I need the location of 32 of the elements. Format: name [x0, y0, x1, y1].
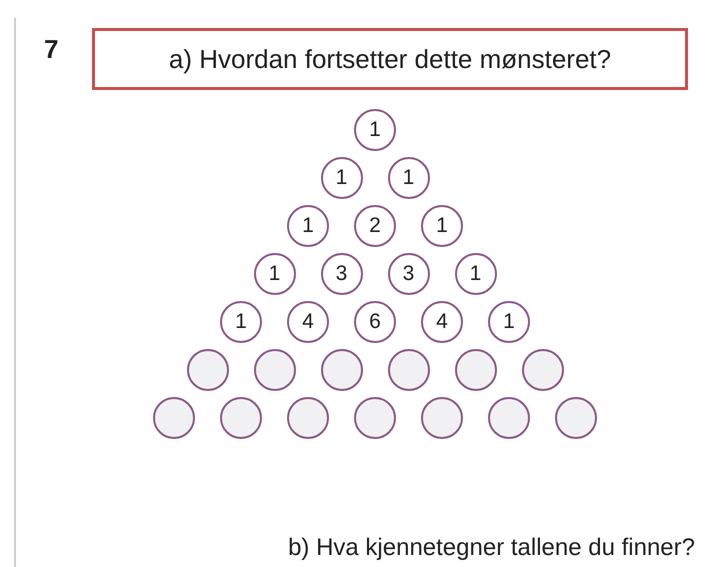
empty-circle — [454, 349, 496, 391]
number-circle: 4 — [421, 301, 463, 343]
empty-circle — [488, 397, 530, 439]
empty-circle — [421, 397, 463, 439]
number-circle: 1 — [354, 109, 396, 151]
number-circle: 1 — [320, 157, 362, 199]
number-circle: 1 — [254, 253, 296, 295]
empty-circle — [220, 397, 262, 439]
number-circle: 1 — [488, 301, 530, 343]
number-circle: 1 — [287, 205, 329, 247]
empty-circle — [186, 349, 228, 391]
empty-circle — [522, 349, 564, 391]
number-circle: 1 — [454, 253, 496, 295]
empty-circle — [388, 349, 430, 391]
empty-circle — [320, 349, 362, 391]
task-number: 7 — [44, 34, 58, 65]
number-circle: 6 — [354, 301, 396, 343]
number-circle: 2 — [354, 205, 396, 247]
number-circle: 3 — [388, 253, 430, 295]
empty-circle — [287, 397, 329, 439]
empty-circle — [153, 397, 195, 439]
empty-circle — [354, 397, 396, 439]
question-text: a) Hvordan fortsetter dette mønsteret? — [168, 44, 612, 74]
question-box — [92, 28, 688, 90]
empty-circle — [555, 397, 597, 439]
number-circle: 4 — [287, 301, 329, 343]
number-circle: 1 — [220, 301, 262, 343]
number-circle: 1 — [421, 205, 463, 247]
number-circle: 3 — [320, 253, 362, 295]
question-text: b) Hva kjennetegner tallene du finner? — [288, 534, 695, 562]
number-circle: 1 — [388, 157, 430, 199]
empty-circle — [254, 349, 296, 391]
